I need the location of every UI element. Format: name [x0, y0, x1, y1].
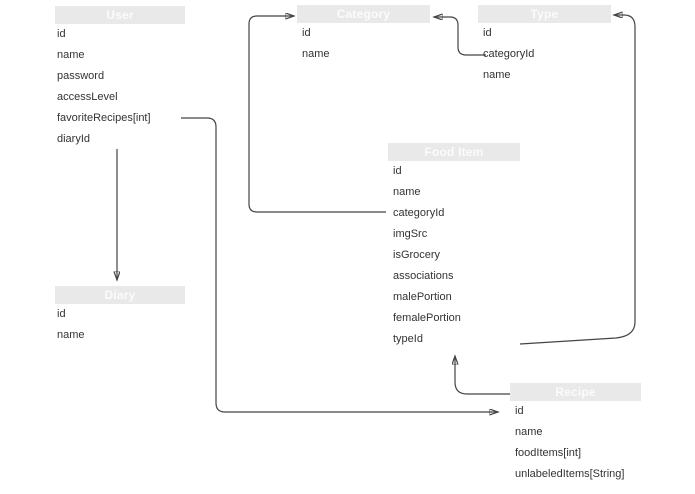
entity-type[interactable]: Type id categoryId name: [478, 5, 611, 86]
field-user-name: name: [57, 49, 85, 61]
field-diary-id: id: [57, 308, 66, 320]
entity-diary[interactable]: Diary id name: [55, 286, 185, 346]
field-user-password: password: [57, 70, 105, 82]
entity-diary-title: Diary: [55, 286, 185, 304]
field-recipe-name: name: [515, 426, 543, 438]
field-category-name: name: [302, 48, 330, 60]
entity-recipe-fields: id name foodItems[int] unlabeledItems[St…: [510, 401, 641, 485]
entity-food-item[interactable]: Food Item id name categoryId imgSrc isGr…: [388, 143, 520, 350]
entity-category-fields: id name: [297, 23, 430, 65]
entity-category[interactable]: Category id name: [297, 5, 430, 65]
field-user-id: id: [57, 28, 66, 40]
field-recipe-id: id: [515, 405, 524, 417]
field-type-category-id: categoryId: [483, 48, 535, 60]
field-user-favorite-recipes: favoriteRecipes[int]: [57, 112, 151, 124]
field-food-item-type-id: typeId: [393, 333, 423, 345]
field-food-item-is-grocery: isGrocery: [393, 249, 441, 261]
entity-type-title: Type: [478, 5, 611, 23]
entity-user-fields: id name password accessLevel favoriteRec…: [55, 24, 185, 150]
field-food-item-name: name: [393, 186, 421, 198]
entity-food-item-fields: id name categoryId imgSrc isGrocery asso…: [388, 161, 520, 350]
field-food-item-category-id: categoryId: [393, 207, 445, 219]
field-recipe-unlabeled-items: unlabeledItems[String]: [515, 468, 625, 480]
entity-type-fields: id categoryId name: [478, 23, 611, 86]
entity-user[interactable]: User id name password accessLevel favori…: [55, 6, 185, 150]
arrow-recipe-to-fooditem-typeid: [455, 356, 510, 395]
entity-category-title: Category: [297, 5, 430, 23]
field-food-item-id: id: [393, 165, 402, 177]
field-food-item-female-portion: femalePortion: [393, 312, 461, 324]
field-category-id: id: [302, 27, 311, 39]
field-diary-name: name: [57, 329, 85, 341]
field-user-diary-id: diaryId: [57, 133, 91, 145]
field-user-access-level: accessLevel: [57, 91, 118, 103]
entity-user-title: User: [55, 6, 185, 24]
entity-food-item-title: Food Item: [388, 143, 520, 161]
field-food-item-male-portion: malePortion: [393, 291, 452, 303]
entity-recipe-title: Recipe: [510, 383, 641, 401]
field-type-id: id: [483, 27, 492, 39]
field-type-name: name: [483, 69, 511, 81]
field-food-item-associations: associations: [393, 270, 454, 282]
field-recipe-food-items: foodItems[int]: [515, 447, 582, 459]
entity-recipe[interactable]: Recipe id name foodItems[int] unlabeledI…: [510, 383, 641, 485]
field-food-item-img-src: imgSrc: [393, 228, 428, 240]
entity-diary-fields: id name: [55, 304, 185, 346]
